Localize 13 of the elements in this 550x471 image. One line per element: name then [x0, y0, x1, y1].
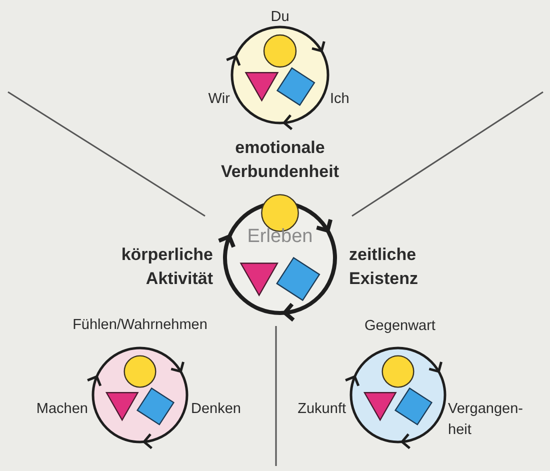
circle-side-label: Denken	[191, 400, 241, 419]
sector-heading: zeitliche Existenz	[349, 244, 419, 290]
circle-side-label: Zukunft	[298, 400, 346, 419]
circle-side-label: Gegenwart	[364, 317, 436, 336]
sector-heading: emotionale Verbundenheit	[220, 137, 340, 183]
circle-side-label: Machen	[36, 400, 88, 419]
circle-side-label: Du	[270, 8, 290, 27]
circle-side-label: Fühlen/Wahrnehmen	[72, 316, 208, 335]
circle-side-label: Ich	[330, 90, 350, 109]
circle-side-label: Vergangen- heit	[448, 400, 524, 440]
sector-heading: körperliche Aktivität	[120, 244, 213, 290]
circle-side-label: Wir	[208, 90, 230, 109]
circle-label: Erleben	[247, 226, 313, 248]
